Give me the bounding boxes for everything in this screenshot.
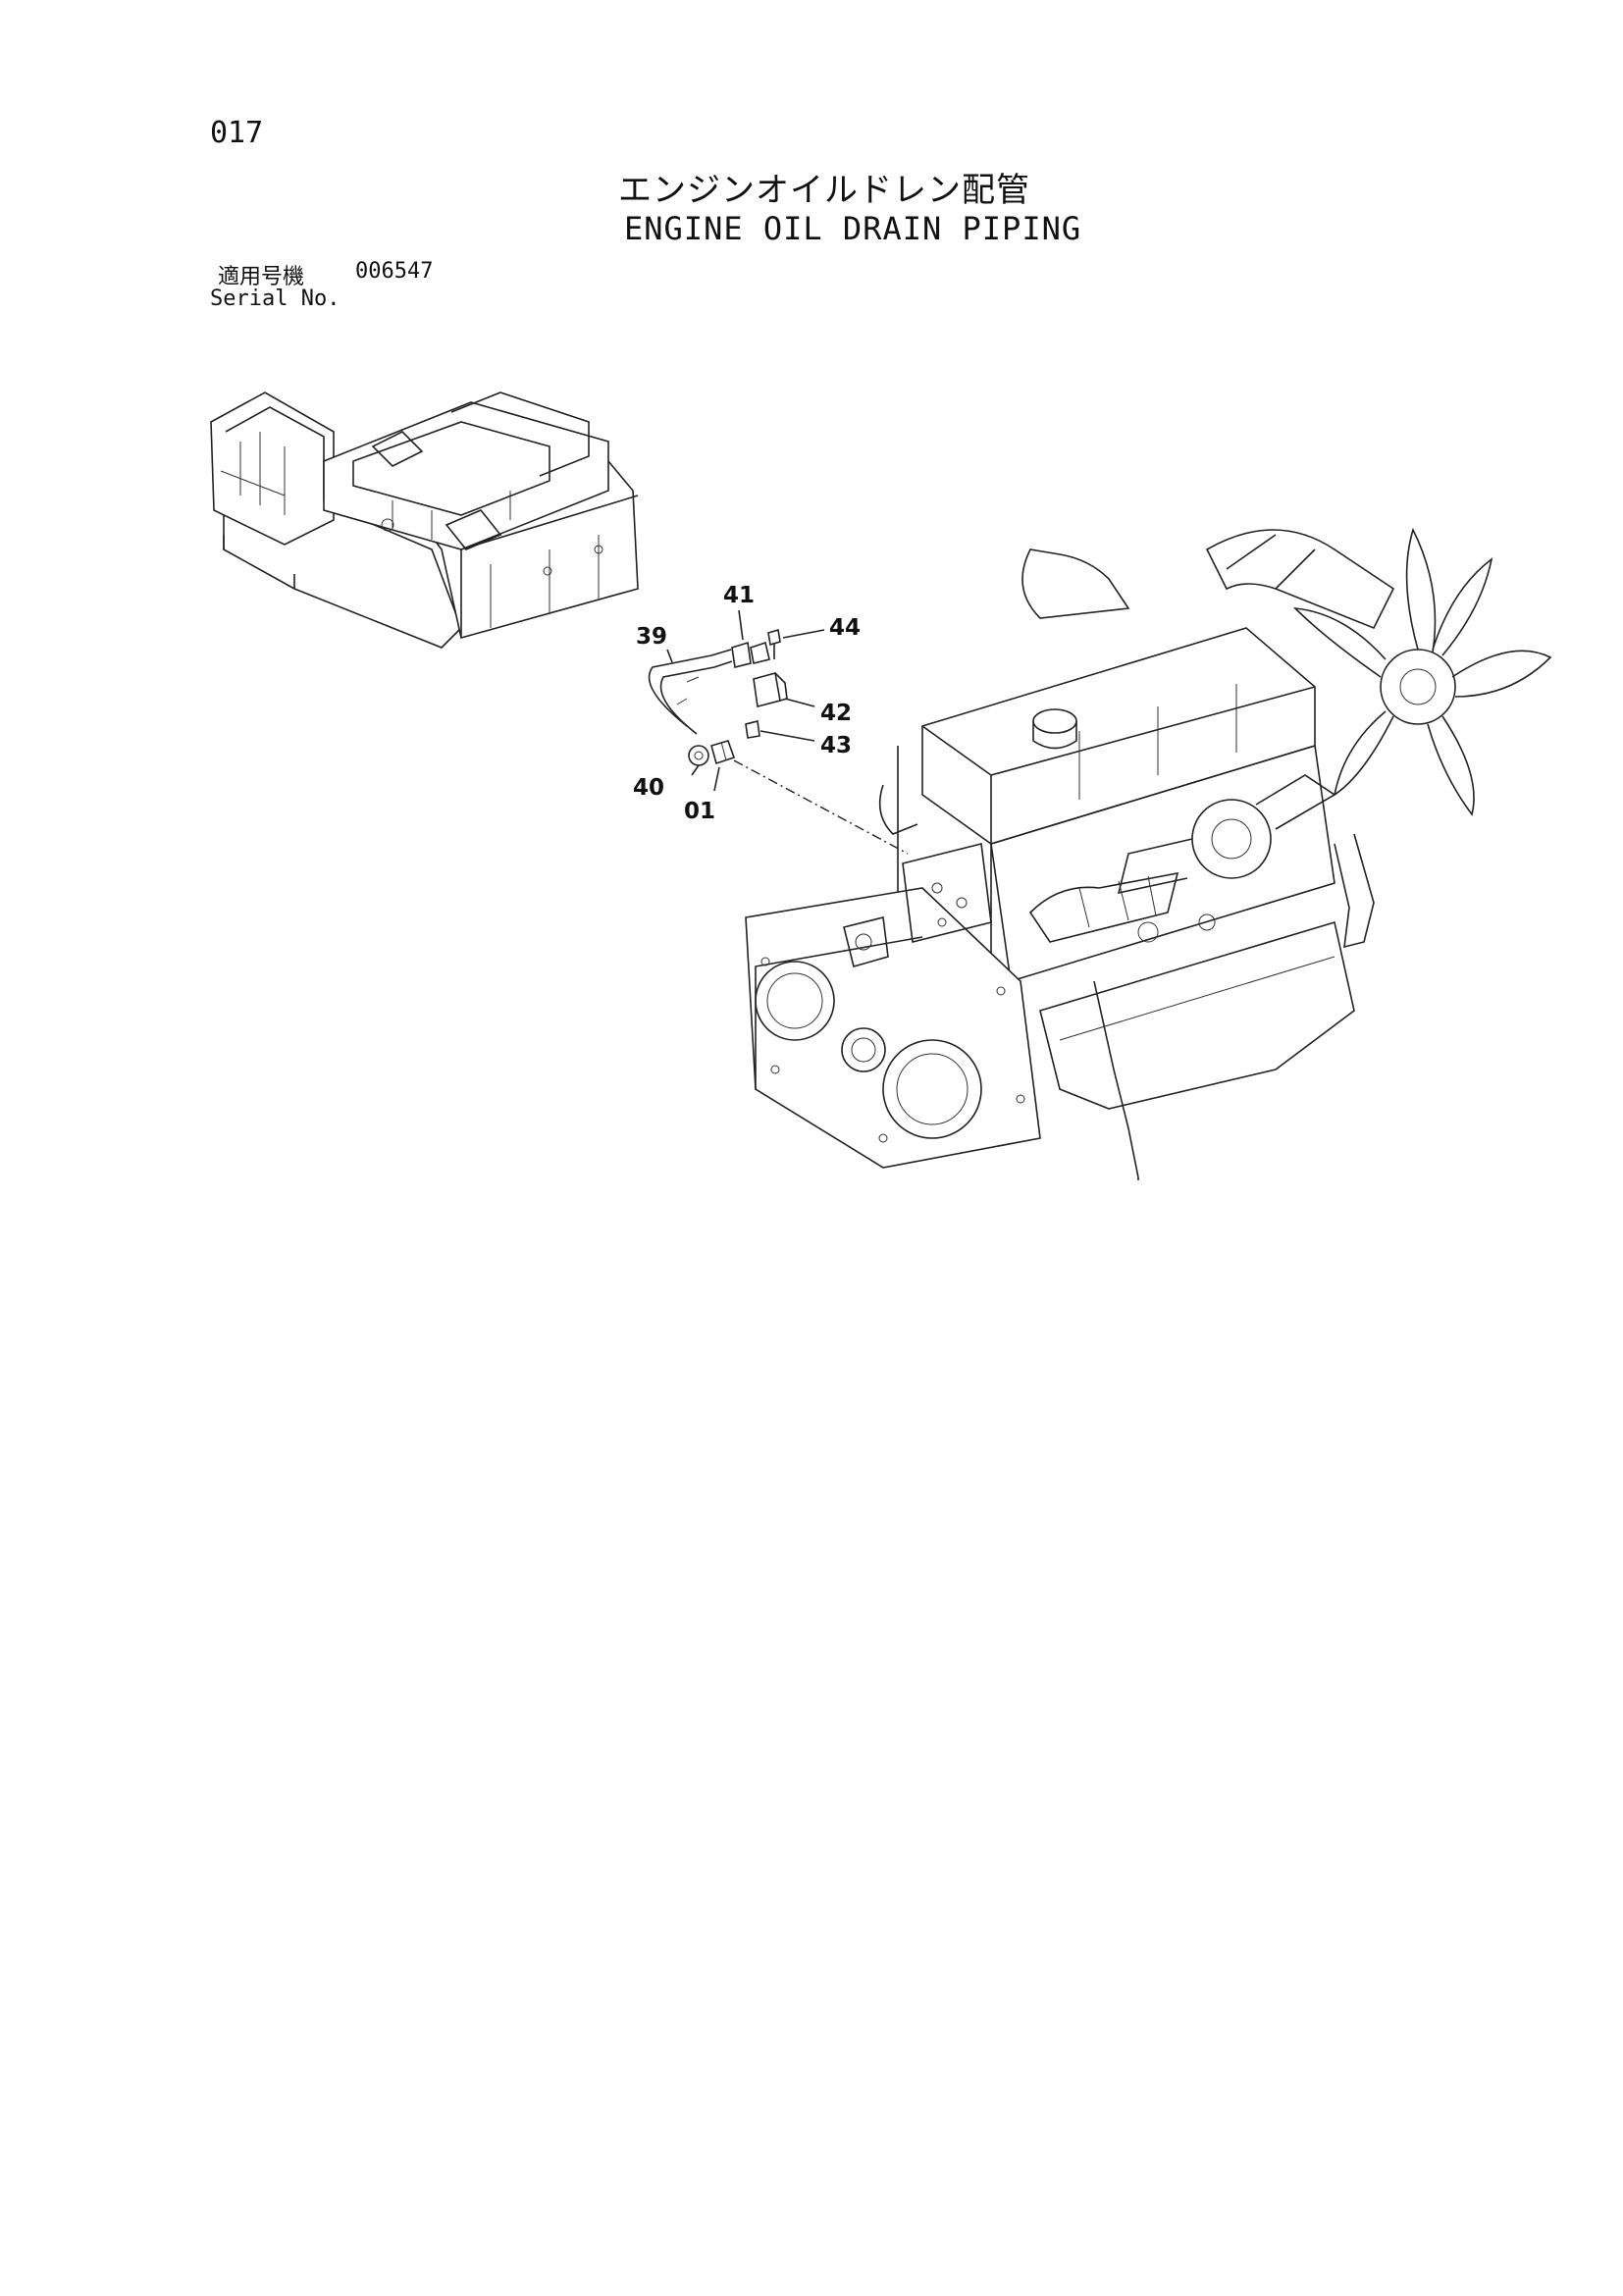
page-number: 017: [210, 116, 264, 150]
callout-01: 01: [684, 799, 715, 824]
callout-41: 41: [723, 583, 755, 608]
serial-label-english: Serial No.: [210, 287, 340, 311]
serial-label-japanese: 適用号機: [218, 265, 305, 289]
callout-44: 44: [829, 615, 861, 641]
excavator-locator-illustration: [210, 391, 639, 649]
title-english: ENGINE OIL DRAIN PIPING: [624, 210, 1082, 247]
callout-43: 43: [820, 733, 852, 758]
cooling-fan: [1292, 527, 1552, 816]
callout-40: 40: [633, 775, 664, 801]
title-japanese: エンジンオイルドレン配管: [618, 171, 1030, 210]
callout-42: 42: [820, 701, 852, 726]
serial-number-value: 006547: [355, 259, 434, 284]
callout-39: 39: [636, 624, 667, 650]
drain-hose-assembly: [648, 609, 909, 855]
engine-illustration: [745, 527, 1552, 1180]
